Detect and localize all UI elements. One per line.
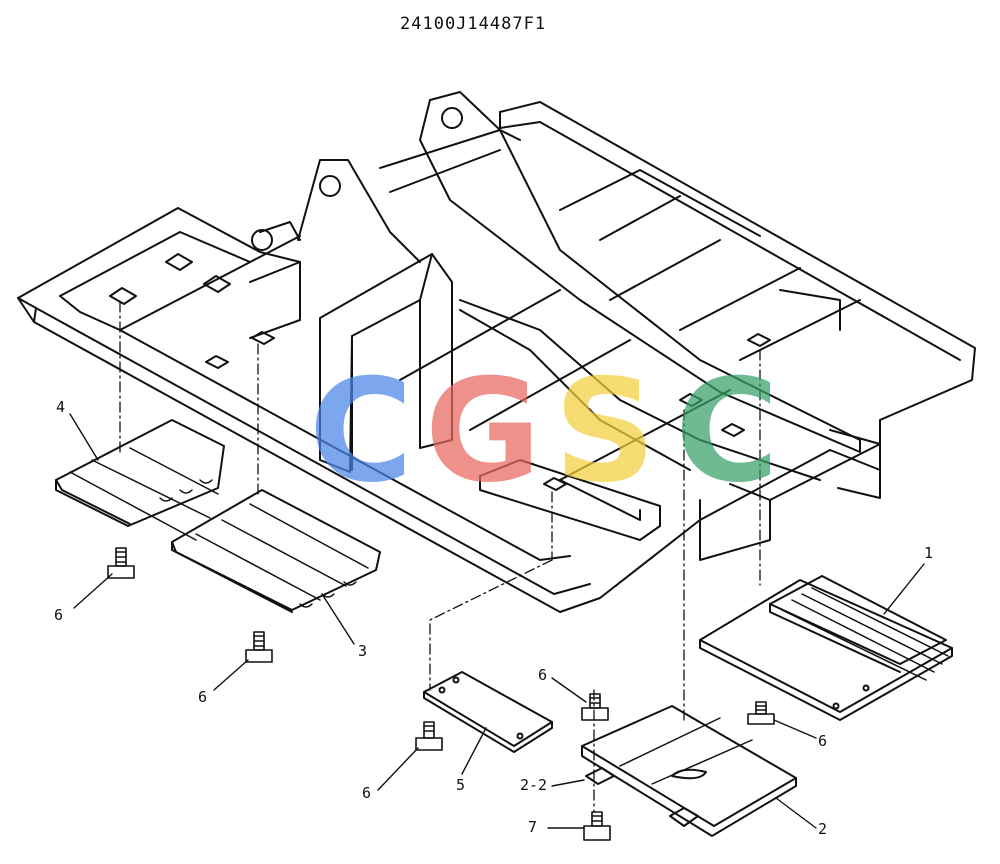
callout-5: 5 <box>456 776 466 794</box>
leader-lines <box>69 413 925 829</box>
bolt-icon <box>747 701 775 725</box>
callout-6-right: 6 <box>818 732 828 750</box>
callout-1: 1 <box>924 544 934 562</box>
plate-part-4 <box>55 419 225 541</box>
alignment-lines <box>119 301 761 813</box>
bolt-icon <box>581 693 609 721</box>
bolt-icon <box>415 721 443 751</box>
callout-2-2: 2-2 <box>520 776 548 794</box>
callout-4: 4 <box>56 398 66 416</box>
callout-3: 3 <box>358 642 368 660</box>
watermark-letter-2: G <box>424 349 542 514</box>
watermark-letter-3: S <box>553 349 657 514</box>
plate-part-3 <box>171 489 381 613</box>
plate-part-2 <box>581 705 797 837</box>
callout-2: 2 <box>818 820 828 838</box>
callout-6-mid: 6 <box>198 688 208 706</box>
bolt-icons <box>107 547 775 841</box>
bolt-icon <box>107 547 135 579</box>
callout-6-plate2: 6 <box>538 666 548 684</box>
bolt-icon <box>245 631 273 663</box>
step-part-1 <box>699 575 953 721</box>
watermark-letter-4: C <box>674 349 780 514</box>
bolt-icon <box>583 811 611 841</box>
callout-6-plate5: 6 <box>362 784 372 802</box>
drawing-number: 24100J14487F1 <box>400 14 547 34</box>
watermark-letter-1: C <box>308 349 414 514</box>
callout-7: 7 <box>528 818 538 836</box>
plate-part-5 <box>423 671 553 753</box>
callout-6-left: 6 <box>54 606 64 624</box>
watermark: C G S C <box>300 361 788 503</box>
